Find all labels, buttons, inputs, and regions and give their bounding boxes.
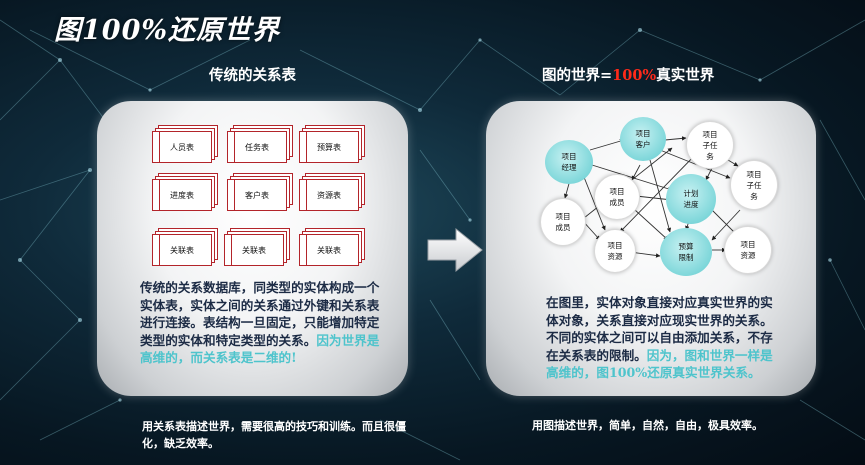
table-card: 进度表 <box>152 179 212 211</box>
right-heading-highlight: 100% <box>612 67 657 84</box>
table-card: 预算表 <box>299 131 359 163</box>
table-card: 关联表 <box>152 234 212 266</box>
graph-node: 项目 经理 <box>545 140 593 184</box>
table-card: 资源表 <box>299 179 359 211</box>
table-card: 人员表 <box>152 131 212 163</box>
graph-node: 项目 成员 <box>540 198 586 246</box>
right-heading-post: 真实世界 <box>656 67 715 84</box>
graph-description-highlight: 因为，图和世界一样是高维的，图100%还原真实世界关系。 <box>546 347 773 381</box>
graph-node: 预算 限制 <box>660 228 712 276</box>
table-card: 关联表 <box>224 234 284 266</box>
graph-node: 项目 子任 务 <box>686 121 734 169</box>
graph-node: 项目 成员 <box>594 174 640 220</box>
table-card: 客户表 <box>227 179 287 211</box>
right-heading-pre: 图的世界= <box>542 67 613 84</box>
graph-node: 项目 客户 <box>620 117 666 161</box>
table-card: 关联表 <box>299 234 359 266</box>
relational-description-highlight: 因为世界是高维的，而关系表是二维的! <box>140 332 380 366</box>
graph-node: 项目 资源 <box>594 229 636 273</box>
relational-caption: 用关系表描述世界，需要很高的技巧和训练。而且很僵化，缺乏效率。 <box>142 420 406 450</box>
graph-caption: 用图描述世界，简单，自然，自由，极具效率。 <box>532 419 763 432</box>
relational-description: 传统的关系数据库，同类型的实体构成一个实体表，实体之间的关系通过外键和关系表进行… <box>140 279 380 367</box>
graph-description: 在图里，实体对象直接对应真实世界的实体对象，关系直接对应现实世界的关系。不同的实… <box>546 294 774 382</box>
table-card: 任务表 <box>227 131 287 163</box>
graph-node: 项目 资源 <box>724 226 772 274</box>
slide-title: 图100%还原世界 <box>54 15 281 46</box>
relational-description-main: 传统的关系数据库，同类型的实体构成一个实体表，实体之间的关系通过外键和关系表进行… <box>140 280 380 348</box>
graph-description-main: 在图里，实体对象直接对应真实世界的实体对象，关系直接对应现实世界的关系。不同的实… <box>546 295 773 363</box>
right-heading: 图的世界=100%真实世界 <box>542 64 714 85</box>
graph-node: 项目 子任 务 <box>730 160 778 210</box>
left-heading: 传统的关系表 <box>209 67 296 84</box>
graph-node: 计划 进度 <box>666 174 716 224</box>
right-arrow-icon <box>427 227 483 273</box>
